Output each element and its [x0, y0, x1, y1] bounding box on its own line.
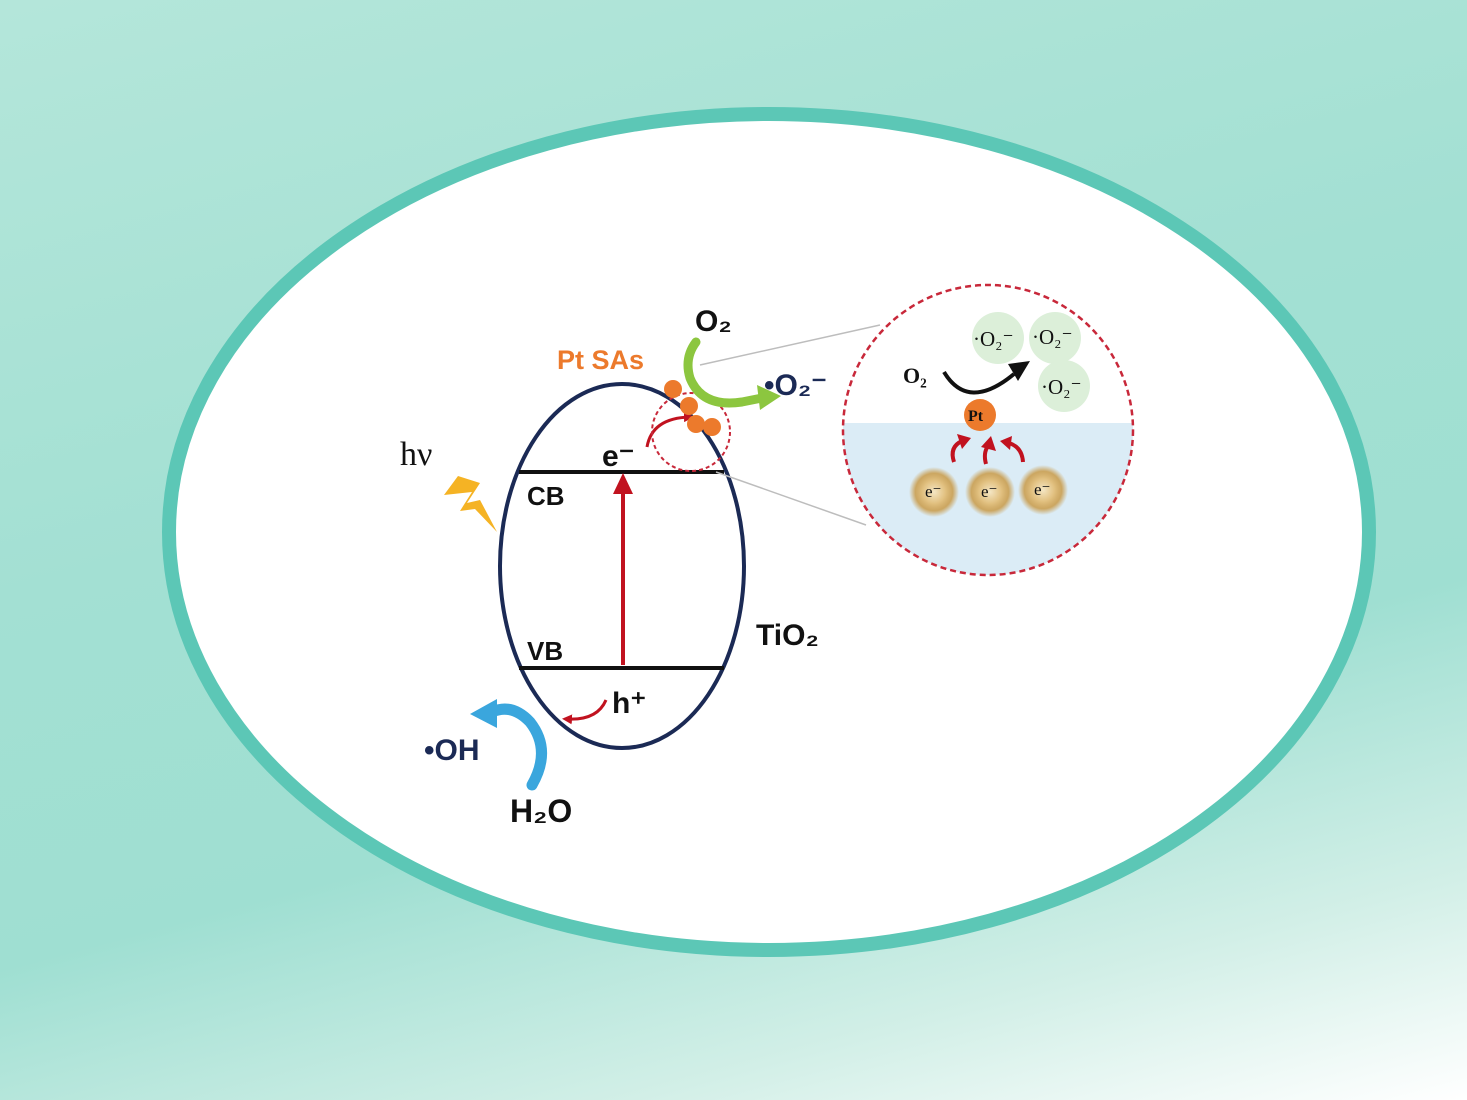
inset-border	[841, 283, 1135, 577]
electron-glow-icon	[909, 467, 959, 517]
inset-pt-label: Pt	[968, 408, 984, 425]
vb-label: VB	[527, 636, 563, 666]
excitation-arrow-head	[613, 473, 633, 494]
zoom-connector-top	[699, 324, 881, 366]
inset-electron-flow-arrow-head	[1000, 436, 1012, 450]
inset-electron-label: e⁻	[1034, 480, 1051, 499]
zoom-connector-bottom	[715, 471, 867, 526]
pt-sas-highlight-circle	[651, 392, 731, 472]
pt-atom-icon	[964, 399, 996, 431]
superoxide-label: •O₂⁻	[764, 369, 827, 402]
electron-transfer-arrow	[645, 412, 694, 448]
electron-label: e⁻	[602, 440, 635, 473]
pt-atom-icon	[664, 380, 682, 398]
water-oxidation-arrow-head	[470, 699, 497, 728]
o2-reduction-arrow-head	[757, 385, 781, 410]
inset-electron-flow-arrow-head	[981, 436, 996, 451]
frame-ellipse	[162, 107, 1376, 957]
inset-superoxide-label: ·O₂⁻	[1041, 375, 1082, 399]
radical-bubble	[1038, 360, 1090, 412]
electron-glow-icon	[1018, 465, 1068, 515]
pt-atom-icon	[687, 415, 705, 433]
inset-superoxide-label: ·O₂⁻	[1032, 325, 1073, 349]
pt-atom-icon	[680, 397, 698, 415]
electron-glow-icon	[965, 467, 1015, 517]
inset-o2-label: O₂	[903, 363, 927, 388]
pt-sas-label: Pt SAs	[557, 345, 644, 375]
inset-electron-flow-arrow-head	[957, 434, 971, 449]
radical-bubble	[972, 312, 1024, 364]
hv-label: hν	[400, 436, 432, 473]
tio2-label: TiO₂	[756, 619, 819, 652]
inset-adsorption-arrow	[942, 370, 1016, 395]
o2-label: O₂	[695, 305, 732, 338]
radical-bubble	[1029, 312, 1081, 364]
o2-reduction-arrow	[683, 337, 767, 408]
inset-electron-flow-arrow	[1008, 441, 1025, 463]
hydroxyl-label: •OH	[424, 734, 480, 767]
hole-transfer-arrow	[562, 699, 608, 725]
inset-electron-label: e⁻	[925, 482, 942, 501]
water-oxidation-arrow	[486, 703, 547, 791]
water-label: H₂O	[510, 793, 572, 829]
inset-electron-label: e⁻	[981, 482, 998, 501]
inset-adsorption-arrow-head	[1008, 361, 1030, 381]
pt-atom-icon	[703, 418, 721, 436]
cb-label: CB	[527, 481, 565, 511]
inset-superoxide-label: ·O₂⁻	[973, 327, 1014, 351]
hole-label: h⁺	[612, 687, 646, 720]
lightning-icon	[444, 476, 497, 532]
